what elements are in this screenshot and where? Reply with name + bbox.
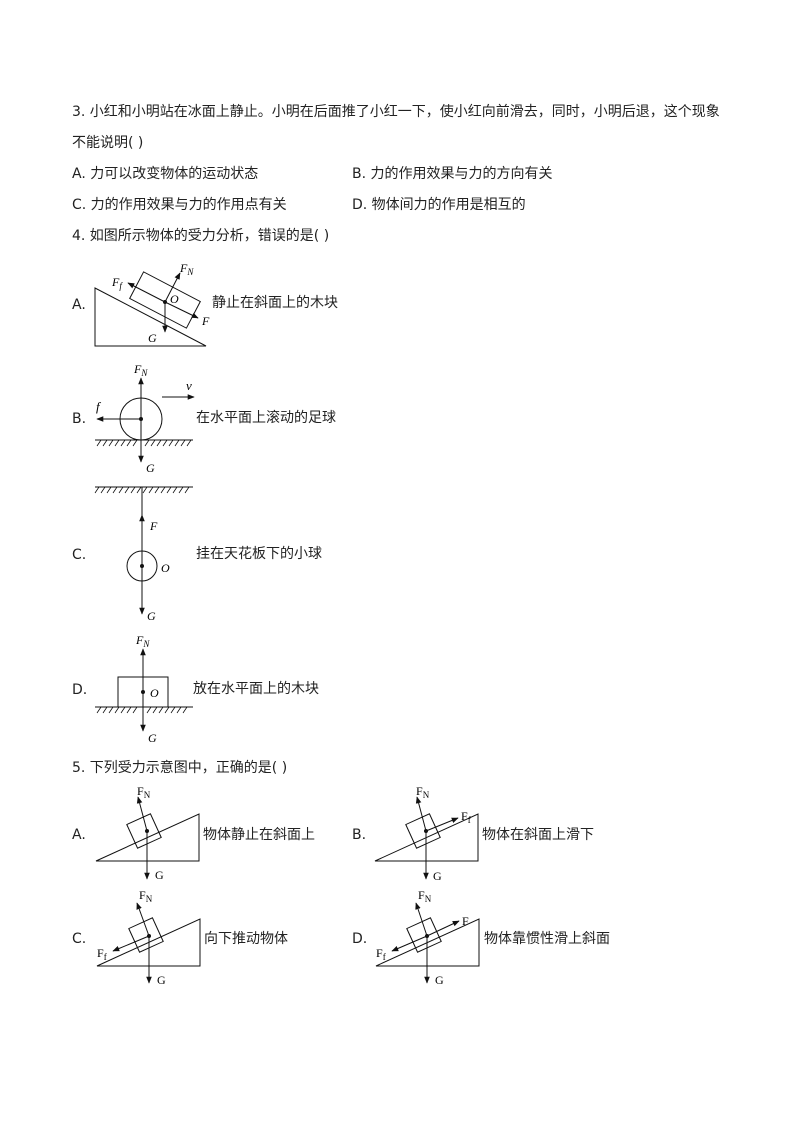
o-label: O	[150, 686, 159, 700]
fn-label: F	[137, 784, 144, 798]
ground-hatch	[96, 706, 188, 714]
normal-force-arrow	[415, 796, 427, 832]
q5-option-c-letter[interactable]: C.	[72, 931, 87, 947]
fn-label: F	[133, 362, 142, 376]
friction-arrow	[112, 935, 150, 952]
g-label: G	[157, 973, 166, 987]
q4-option-a-caption: 静止在斜面上的木块	[212, 295, 338, 311]
v-label: v	[186, 378, 192, 393]
q4-option-c-caption: 挂在天花板下的小球	[196, 546, 322, 562]
q4-option-a-letter[interactable]: A.	[72, 297, 86, 313]
g-label: G	[146, 461, 155, 475]
q5-option-b-letter[interactable]: B.	[352, 827, 367, 843]
normal-force-arrow	[136, 902, 150, 937]
friction-arrow	[425, 817, 459, 832]
q3-option-b[interactable]: B. 力的作用效果与力的方向有关	[352, 166, 553, 182]
o-label: O	[170, 292, 179, 306]
q3-option-a[interactable]: A. 力可以改变物体的运动状态	[72, 166, 259, 182]
q3-option-d[interactable]: D. 物体间力的作用是相互的	[352, 197, 526, 213]
q5-option-d-letter[interactable]: D.	[352, 931, 368, 947]
q4-stem: 4. 如图所示物体的受力分析，错误的是( )	[72, 228, 330, 244]
svg-text:FN: FN	[416, 784, 430, 800]
incline	[94, 287, 207, 347]
normal-force-arrow	[164, 272, 181, 303]
svg-text:Ff: Ff	[97, 946, 107, 962]
g-label: G	[435, 973, 444, 987]
g-label: G	[147, 609, 156, 623]
svg-text:FN: FN	[179, 261, 194, 277]
ground-hatch	[96, 439, 192, 447]
svg-text:Ff: Ff	[376, 946, 386, 962]
fn-label: F	[418, 888, 425, 902]
ff-label: F	[97, 946, 104, 960]
q4-option-c-letter[interactable]: C.	[72, 547, 87, 563]
f-label: f	[96, 399, 102, 414]
q3-option-c[interactable]: C. 力的作用效果与力的作用点有关	[72, 197, 287, 213]
q4-option-d-caption: 放在水平面上的木块	[193, 681, 319, 697]
q3-stem-line1: 3. 小红和小明站在冰面上静止。小明在后面推了小红一下，使小红向前滑去，同时，小…	[72, 104, 720, 120]
g-label: G	[155, 868, 164, 882]
f-label: F	[201, 314, 210, 328]
center-dot	[139, 417, 143, 421]
friction-arrow	[127, 282, 166, 303]
q5-stem: 5. 下列受力示意图中，正确的是( )	[72, 760, 288, 776]
fn-label: F	[139, 888, 146, 902]
block	[128, 917, 164, 953]
ff-label: F	[376, 946, 383, 960]
f-label: F	[149, 519, 158, 533]
svg-text:FN: FN	[133, 362, 148, 378]
block	[126, 813, 162, 849]
g-label: G	[148, 731, 157, 745]
svg-text:Ff: Ff	[461, 809, 471, 825]
q3-stem-line2: 不能说明( )	[72, 135, 144, 151]
svg-text:FN: FN	[135, 633, 150, 649]
friction-arrow	[391, 935, 428, 952]
fn-label: F	[416, 784, 423, 798]
q4-option-d-letter[interactable]: D.	[72, 682, 88, 698]
push-label: F	[462, 914, 469, 928]
ff-label: F	[461, 809, 468, 823]
svg-text:FN: FN	[139, 888, 153, 904]
q5-option-d-caption: 物体靠惯性滑上斜面	[484, 931, 610, 947]
o-label: O	[161, 561, 170, 575]
extra-force-arrow	[164, 301, 199, 319]
center-dot	[163, 300, 167, 304]
g-label: G	[148, 331, 157, 345]
svg-text:FN: FN	[137, 784, 151, 800]
center-dot	[141, 690, 145, 694]
ff-label: F	[111, 275, 120, 289]
q4-option-b-letter[interactable]: B.	[72, 411, 87, 427]
fn-label: F	[135, 633, 144, 647]
push-force-arrow	[426, 920, 460, 937]
center-dot	[140, 564, 144, 568]
q5-option-a-caption: 物体静止在斜面上	[203, 827, 315, 843]
normal-force-arrow	[136, 796, 148, 832]
q5-option-b-caption: 物体在斜面上滑下	[482, 827, 594, 843]
block	[406, 917, 442, 953]
normal-force-arrow	[415, 902, 428, 937]
block	[405, 813, 441, 849]
q4-option-b-caption: 在水平面上滚动的足球	[196, 410, 336, 426]
fn-label: F	[179, 261, 188, 275]
g-label: G	[433, 869, 442, 883]
q5-option-a-letter[interactable]: A.	[72, 827, 86, 843]
q5-option-c-caption: 向下推动物体	[204, 931, 288, 947]
svg-text:FN: FN	[418, 888, 432, 904]
ceiling-hatch	[94, 486, 190, 494]
svg-text:Ff: Ff	[111, 275, 123, 291]
